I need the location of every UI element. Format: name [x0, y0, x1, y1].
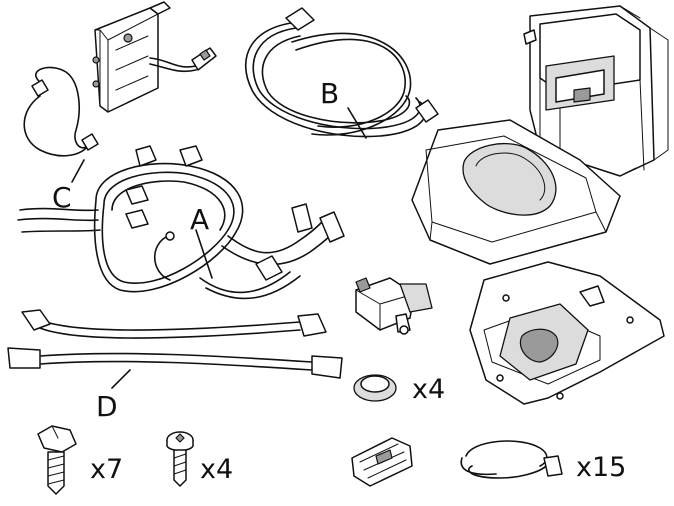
torx-screw	[166, 431, 194, 487]
grommet-quantity: x4	[412, 374, 446, 405]
torx-screw-quantity: x4	[200, 454, 234, 485]
harness-a	[17, 145, 345, 300]
callout-label-b: B	[320, 77, 340, 110]
mounting-bracket	[92, 1, 217, 113]
cable-tie-quantity: x15	[576, 452, 627, 483]
hex-bolt-quantity: x7	[90, 454, 124, 485]
callout-label-d: D	[96, 390, 118, 423]
harness-b	[244, 7, 439, 139]
harness-d	[7, 309, 343, 389]
cable-tie	[460, 440, 563, 479]
hex-bolt	[37, 425, 77, 495]
battery-pack	[523, 5, 669, 177]
relay-module	[355, 277, 433, 335]
harness-c	[23, 66, 99, 183]
callout-label-c: C	[52, 181, 72, 214]
base-plate	[469, 261, 665, 405]
callout-label-a: A	[190, 203, 210, 236]
grommet	[353, 374, 397, 402]
battery-tray	[411, 119, 621, 265]
cable-clip	[351, 437, 413, 487]
